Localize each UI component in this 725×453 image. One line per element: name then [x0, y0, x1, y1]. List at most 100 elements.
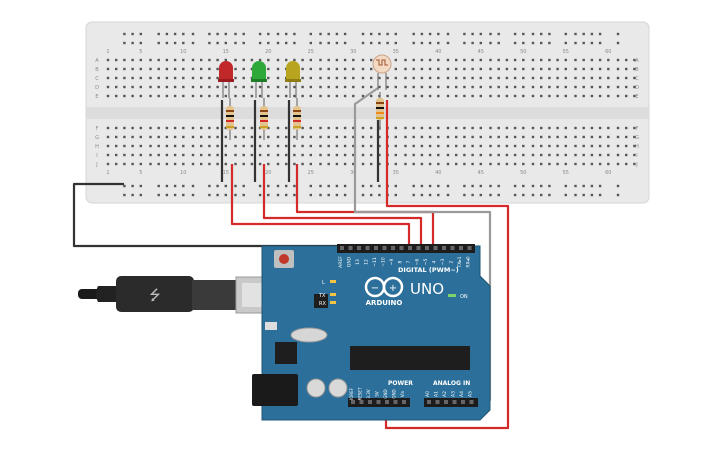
power-label: POWER	[388, 380, 413, 387]
on-label: ON	[460, 294, 468, 300]
power-pin-label: GND	[392, 389, 397, 398]
breadboard-column-number: 10	[180, 49, 186, 55]
breadboard-row-letter: B	[635, 67, 639, 73]
red-5v-wire	[384, 100, 510, 430]
arduino-logo: − +	[364, 276, 404, 298]
breadboard-holes	[106, 32, 636, 197]
breadboard-row-letter: I	[96, 153, 97, 159]
analog-pin-label: A5	[468, 391, 474, 397]
breadboard: 1155101015152020252530303535404045455050…	[85, 21, 650, 204]
breadboard-column-number: 55	[563, 49, 569, 55]
breadboard-row-letter: A	[635, 58, 639, 64]
breadboard-column-number: 1	[106, 170, 109, 176]
breadboard-column-number: 30	[350, 170, 356, 176]
green-led[interactable]	[251, 61, 267, 98]
breadboard-row-letter: C	[95, 76, 99, 82]
rx-led	[330, 301, 336, 304]
digital-pin-label: AREF	[338, 256, 344, 268]
resistor-1[interactable]	[226, 98, 234, 140]
capacitor-1	[306, 378, 326, 398]
voltage-regulator	[275, 342, 297, 364]
breadboard-row-letter: J	[635, 162, 637, 168]
breadboard-column-number: 45	[478, 170, 484, 176]
power-pin-label: IOREF	[349, 387, 354, 400]
breadboard-column-number: 55	[563, 170, 569, 176]
breadboard-column-number: 5	[139, 49, 142, 55]
power-pin-label: 3.3V	[366, 389, 371, 398]
board-model: UNO	[410, 280, 444, 298]
power-pin-label: 5V	[375, 391, 380, 397]
digital-pin-label: TX▸1	[457, 256, 463, 268]
breadboard-row-letter: G	[95, 135, 99, 141]
power-pin-label: RESET	[358, 387, 363, 400]
digital-pin-label: 4	[432, 260, 438, 263]
breadboard-row-letter: A	[95, 58, 99, 64]
power-pin-label: GND	[383, 389, 388, 398]
photoresistor[interactable]	[372, 54, 392, 90]
digital-pin-label: RX◂0	[466, 256, 472, 267]
breadboard-row-letter: F	[636, 126, 639, 132]
analog-label: ANALOG IN	[433, 380, 470, 387]
breadboard-column-number: 20	[265, 170, 271, 176]
digital-pin-label: ~6	[415, 259, 421, 266]
breadboard-center-channel	[86, 107, 649, 119]
on-led	[448, 294, 456, 297]
breadboard-row-letter: E	[95, 94, 98, 100]
analog-pin-label: A3	[451, 391, 457, 397]
breadboard-column-number: 60	[605, 170, 611, 176]
resistor-2[interactable]	[260, 98, 268, 140]
digital-pin-label: 8	[398, 260, 404, 263]
rx-label: RX	[319, 301, 326, 307]
digital-pin-label: GND	[347, 256, 353, 267]
analog-header[interactable]	[424, 398, 478, 407]
breadboard-column-number: 45	[478, 49, 484, 55]
l-label: L	[322, 280, 325, 286]
breadboard-column-number: 25	[308, 170, 314, 176]
power-jack	[252, 374, 298, 406]
arduino-board: − + ARDUINO UNO DIGITAL (PWM~) POWER ANA…	[252, 244, 491, 421]
digital-pin-label: ~5	[423, 259, 429, 266]
microcontroller-chip	[350, 346, 470, 370]
breadboard-row-letter: J	[95, 162, 97, 168]
arduino-logo-text: ARDUINO	[366, 299, 403, 307]
breadboard-row-letter: E	[635, 94, 638, 100]
breadboard-column-number: 40	[435, 170, 441, 176]
breadboard-column-number: 50	[520, 49, 526, 55]
yellow-led[interactable]	[285, 61, 301, 98]
resistor-4[interactable]	[376, 92, 384, 130]
breadboard-column-number: 5	[139, 170, 142, 176]
green-led-wire	[262, 164, 423, 248]
breadboard-column-numbers: 1155101015152020252530303535404045455050…	[106, 49, 611, 176]
red-led-wire	[230, 164, 411, 248]
red-led[interactable]	[218, 61, 234, 98]
digital-header[interactable]	[337, 244, 475, 253]
breadboard-column-number: 50	[520, 170, 526, 176]
breadboard-row-letter: D	[95, 85, 99, 91]
breadboard-column-number: 25	[308, 49, 314, 55]
breadboard-column-number: 35	[393, 170, 399, 176]
breadboard-row-letter: B	[95, 67, 99, 73]
analog-pin-label: A4	[459, 391, 465, 397]
capacitor-2	[328, 378, 348, 398]
resistor-3[interactable]	[293, 98, 301, 140]
analog-pin-label: A0	[425, 391, 431, 397]
oscillator	[290, 327, 328, 343]
analog-pin-label: A2	[442, 391, 448, 397]
breadboard-row-letter: H	[635, 144, 639, 150]
breadboard-row-letter: F	[96, 126, 99, 132]
digital-pin-label: ~10	[381, 257, 387, 267]
leds	[218, 61, 301, 98]
breadboard-row-letter: D	[635, 85, 639, 91]
digital-pin-label: ~3	[440, 259, 446, 266]
breadboard-column-number: 30	[350, 49, 356, 55]
digital-pin-label: ~11	[372, 257, 378, 267]
crystal	[265, 322, 277, 330]
digital-pin-label: ~9	[389, 259, 395, 266]
breadboard-column-number: 40	[435, 49, 441, 55]
digital-pin-label: 13	[355, 259, 361, 265]
usb-icon: ⭍	[149, 288, 161, 304]
breadboard-column-number: 20	[265, 49, 271, 55]
digital-pin-label: 7	[406, 260, 412, 263]
